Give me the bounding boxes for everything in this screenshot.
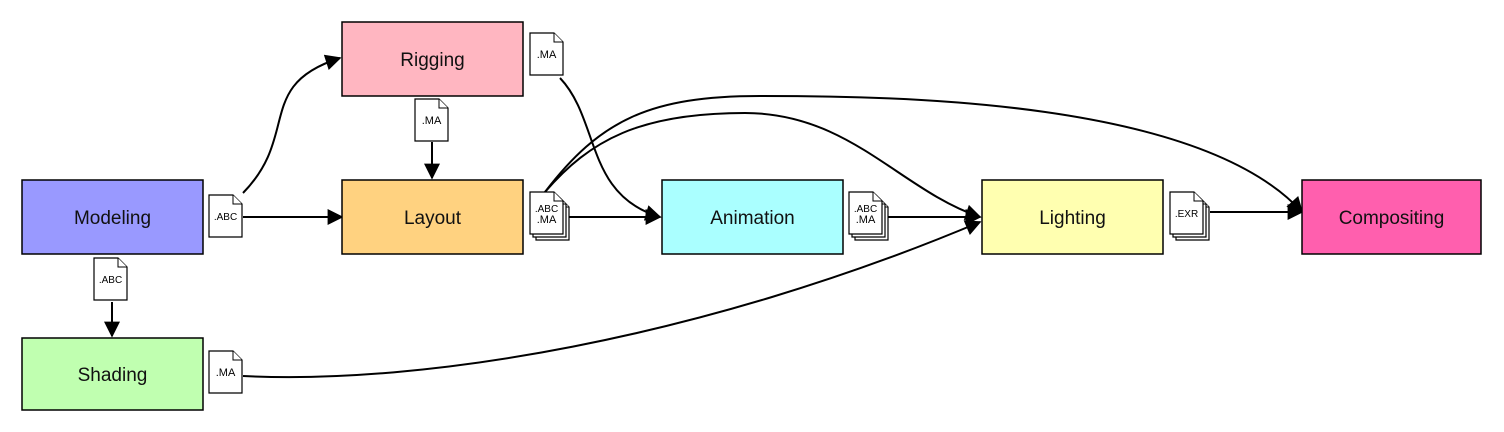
node-layout-box [341, 179, 524, 255]
edge-layout-compositing [544, 94, 1304, 214]
file-extension-label: .MA [422, 115, 442, 127]
node-compositing-label: Compositing [1339, 208, 1445, 229]
modeling-layout-file-icon: .ABC [208, 194, 243, 238]
file-extension-label: .MA [216, 367, 236, 379]
node-animation-label: Animation [710, 208, 795, 229]
node-lighting-label: Lighting [1039, 208, 1106, 229]
lighting-out-file-icon: .EXR [1169, 191, 1210, 241]
edge-rigging-animation [559, 77, 662, 221]
node-shading-box [21, 337, 204, 411]
nodes-layer: Modeling Rigging Layout Animation Lighti… [21, 21, 1482, 411]
node-rigging-label: Rigging [400, 50, 464, 71]
edge-layout-lighting [544, 111, 982, 220]
file-extension-label: .ABC [535, 204, 558, 215]
edges-layer [104, 54, 1304, 379]
node-shading[interactable]: Shading [21, 337, 204, 411]
edge-modeling-rigging [242, 54, 342, 194]
node-layout[interactable]: Layout [341, 179, 524, 255]
rigging-layout-file-icon: .MA [414, 98, 449, 142]
node-lighting-box [981, 179, 1164, 255]
node-animation[interactable]: Animation [661, 179, 844, 255]
edge-shading-lighting [242, 220, 982, 379]
file-extension-label: .ABC [214, 212, 237, 223]
file-extension-label: .MA [537, 214, 557, 226]
node-rigging-box [341, 21, 524, 97]
node-rigging[interactable]: Rigging [341, 21, 524, 97]
layout-out-file-icon: .ABC.MA [529, 191, 570, 241]
shading-out-file-icon: .MA [208, 350, 243, 394]
badges-layer: .ABC .ABC .MA .MA .ABC.MA .ABC.MA .EXR .… [93, 32, 1210, 394]
node-layout-label: Layout [404, 208, 462, 229]
file-extension-label: .MA [856, 214, 876, 226]
node-modeling[interactable]: Modeling [21, 179, 204, 255]
node-lighting[interactable]: Lighting [981, 179, 1164, 255]
node-shading-label: Shading [78, 365, 148, 386]
node-modeling-label: Modeling [74, 208, 151, 229]
node-animation-box [661, 179, 844, 255]
file-extension-label: .ABC [99, 275, 122, 286]
node-compositing-box [1301, 179, 1482, 255]
modeling-shading-file-icon: .ABC [93, 257, 128, 301]
node-compositing[interactable]: Compositing [1301, 179, 1482, 255]
file-extension-label: .ABC [854, 204, 877, 215]
animation-out-file-icon: .ABC.MA [848, 191, 889, 241]
rigging-out-file-icon: .MA [529, 32, 564, 76]
file-extension-label: .MA [537, 49, 557, 61]
file-extension-label: .EXR [1175, 209, 1198, 220]
node-modeling-box [21, 179, 204, 255]
